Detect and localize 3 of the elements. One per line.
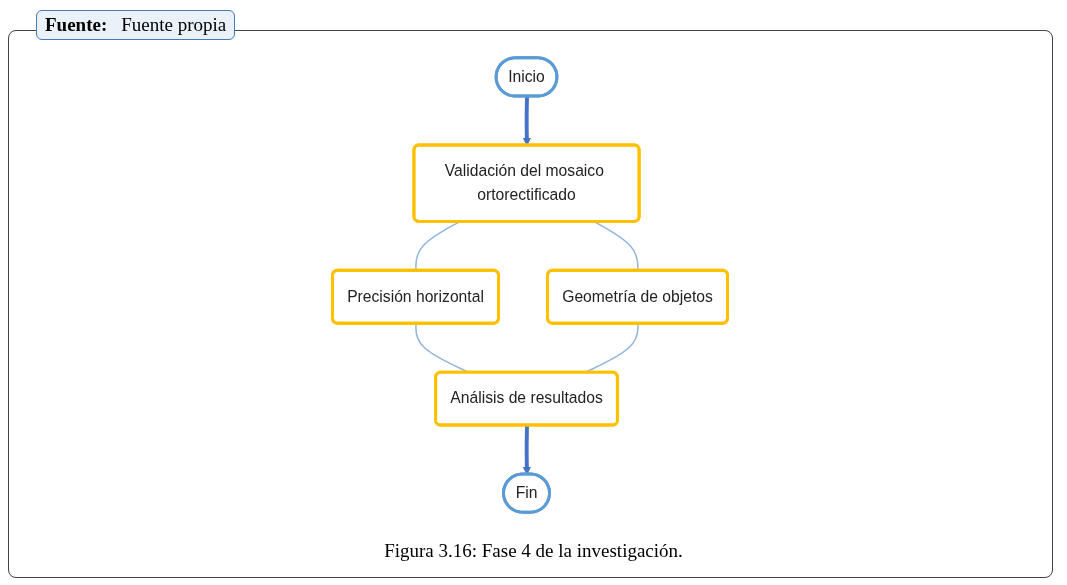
figure-caption: Figura 3.16: Fase 4 de la investigación. — [383, 540, 684, 562]
source-label: Fuente: — [45, 14, 108, 36]
source-text: Fuente propia — [121, 14, 227, 36]
